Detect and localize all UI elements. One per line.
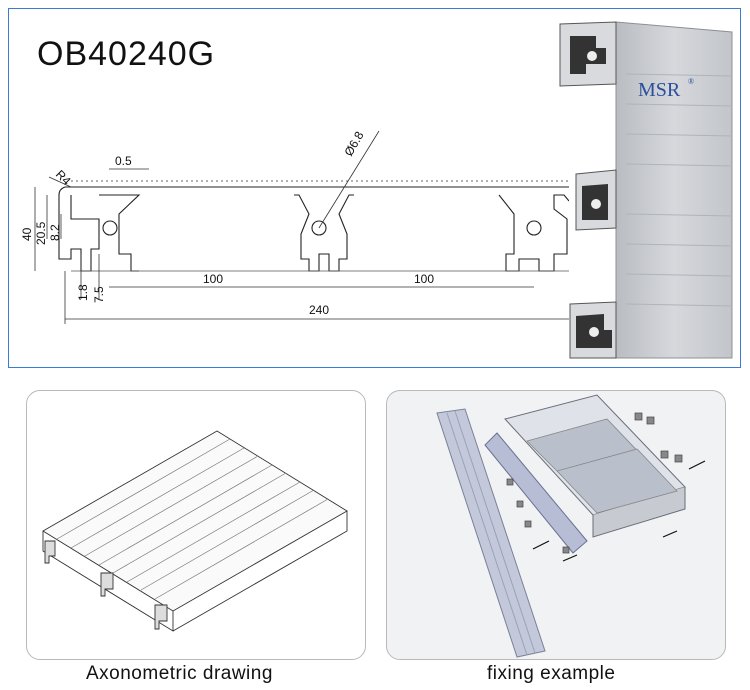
profile-photo: MSR ® [559, 21, 733, 359]
dim-radius: R4 [53, 167, 74, 188]
dimension-lines [34, 130, 569, 324]
product-code: OB40240G [37, 35, 216, 73]
dim-wall: 0.5 [115, 154, 132, 168]
caption-fixing: fixing example [487, 663, 616, 684]
brand-logo: MSR [638, 79, 681, 101]
fixing-example-drawing [436, 394, 706, 658]
dim-pitch-right: 100 [414, 272, 434, 286]
dim-pitch-left: 100 [203, 272, 223, 286]
dim-hole: Ø6.8 [341, 129, 366, 159]
profile-outline [58, 180, 569, 272]
dim-slot-offset: 8.2 [48, 224, 62, 241]
axonometric-panel [26, 390, 366, 660]
brand-registered-mark: ® [688, 77, 694, 86]
dim-height: 40 [20, 227, 34, 241]
fixing-example-panel [386, 390, 726, 660]
caption-axonometric: Axonometric drawing [86, 663, 273, 684]
dim-height-mid: 20.5 [34, 221, 48, 245]
dim-width: 240 [309, 303, 329, 317]
dim-slot-depth: 7.5 [92, 286, 106, 303]
axonometric-drawing [42, 430, 348, 632]
cross-section-drawing: R4 0.5 Ø6.8 40 20.5 8.2 1.8 7.5 100 100 … [20, 129, 569, 324]
dim-lip: 1.8 [76, 284, 90, 301]
